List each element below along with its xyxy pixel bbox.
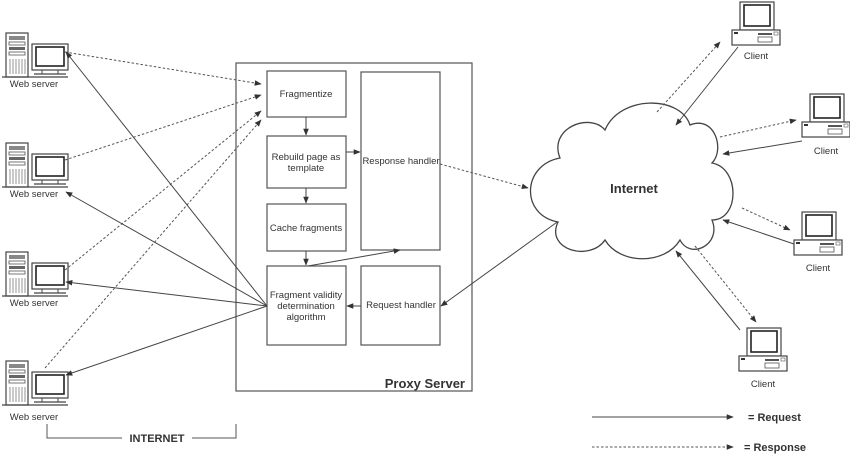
client-label: Client <box>751 379 776 390</box>
validity-label-line2: determination <box>277 301 335 312</box>
client-1: Client <box>731 1 781 62</box>
cache-fragments-block: Cache fragments <box>266 203 347 252</box>
request-arrow-server3 <box>65 279 268 307</box>
web-server-4: Web server <box>1 360 69 423</box>
rebuild-label-line2: template <box>288 163 324 174</box>
response-arrow-server3 <box>64 110 262 271</box>
request-arrow-to-request-handler <box>440 219 561 307</box>
response-handler-label: Response handler <box>362 156 439 167</box>
fragmentize-label: Fragmentize <box>280 89 333 100</box>
response-arrow-client4 <box>694 245 757 323</box>
request-arrow-server1 <box>65 51 268 307</box>
response-arrow-server2 <box>64 94 262 161</box>
web-server-icon <box>1 360 69 406</box>
request-arrow-client2 <box>722 140 803 156</box>
client-label: Client <box>744 51 769 62</box>
response-arrow-server1 <box>64 51 262 86</box>
request-arrow-client4 <box>675 250 741 331</box>
request-handler-label: Request handler <box>366 300 436 311</box>
client-3: Client <box>793 211 843 274</box>
internet-bracket-label: INTERNET <box>130 433 185 445</box>
client-label: Client <box>806 263 831 274</box>
internet-bracket: INTERNET <box>46 424 237 445</box>
web-server-label: Web server <box>10 79 58 90</box>
fragmentize-block: Fragmentize <box>266 70 347 118</box>
client-2: Client <box>801 93 850 157</box>
response-arrow-client2 <box>719 118 797 138</box>
legend: = Request = Response <box>592 412 806 454</box>
fragment-validity-block: Fragment validity determination algorith… <box>266 265 347 346</box>
web-server-label: Web server <box>10 412 58 423</box>
client-icon <box>801 93 850 138</box>
internet-cloud-label: Internet <box>610 181 658 196</box>
client-label: Client <box>814 146 839 157</box>
rebuild-label-line1: Rebuild page as <box>272 152 341 163</box>
rebuild-page-block: Rebuild page as template <box>266 135 347 189</box>
response-arrow-client1 <box>656 41 721 113</box>
web-server-icon <box>1 251 69 297</box>
legend-response-label: = Response <box>744 442 806 454</box>
request-handler-block: Request handler <box>360 265 441 346</box>
client-icon <box>793 211 843 256</box>
response-arrow-to-internet <box>439 163 529 190</box>
internet-cloud: Internet <box>529 102 734 260</box>
web-server-1: Web server <box>1 32 69 90</box>
web-server-2: Web server <box>1 142 69 200</box>
validity-label-line1: Fragment validity <box>270 290 343 301</box>
web-server-label: Web server <box>10 189 58 200</box>
arrow-validity-to-response-handler <box>307 248 401 267</box>
web-server-3: Web server <box>1 251 69 309</box>
request-arrow-client3 <box>722 219 795 245</box>
client-4: Client <box>738 327 788 390</box>
proxy-server-title: Proxy Server <box>385 376 465 391</box>
web-server-label: Web server <box>10 298 58 309</box>
response-arrow-client3 <box>741 207 791 231</box>
request-arrow-server2 <box>65 191 268 307</box>
client-icon <box>731 1 781 46</box>
request-arrow-client1 <box>675 46 739 126</box>
web-server-icon <box>1 32 69 78</box>
request-arrow-server4 <box>65 305 268 376</box>
cache-fragments-label: Cache fragments <box>270 223 343 234</box>
legend-request-label: = Request <box>748 412 801 424</box>
web-server-icon <box>1 142 69 188</box>
response-arrow-server4 <box>44 119 262 369</box>
validity-label-line3: algorithm <box>286 312 325 323</box>
client-icon <box>738 327 788 372</box>
response-handler-block: Response handler <box>360 71 441 251</box>
